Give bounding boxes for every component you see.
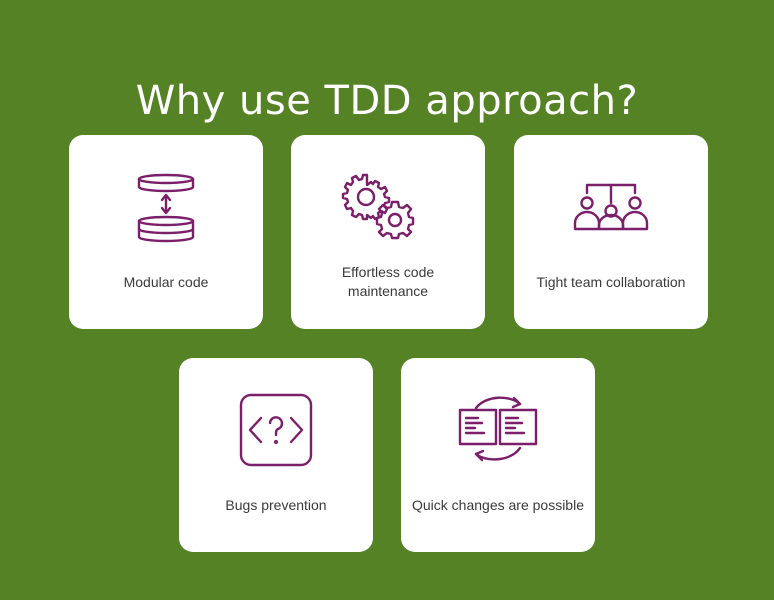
card-modular-code: Modular code [69, 135, 263, 329]
gears-icon [338, 167, 438, 247]
card-label: Effortless code maintenance [341, 264, 435, 299]
card-label: Tight team collaboration [536, 273, 686, 290]
card-label: Modular code [123, 273, 209, 290]
card-quick-changes: Quick changes are possible [401, 358, 595, 552]
card-label: Bugs prevention [225, 496, 327, 513]
card-label: Quick changes are possible [412, 496, 584, 513]
document-sync-icon [448, 390, 548, 470]
card-bugs-prevention: Bugs prevention [179, 358, 373, 552]
database-sync-icon [116, 167, 216, 247]
card-team-collaboration: Tight team collaboration [514, 135, 708, 329]
page-title: Why use TDD approach? [135, 77, 639, 124]
card-code-maintenance: Effortless code maintenance [291, 135, 485, 329]
code-question-icon [226, 390, 326, 470]
team-hierarchy-icon [561, 167, 661, 247]
